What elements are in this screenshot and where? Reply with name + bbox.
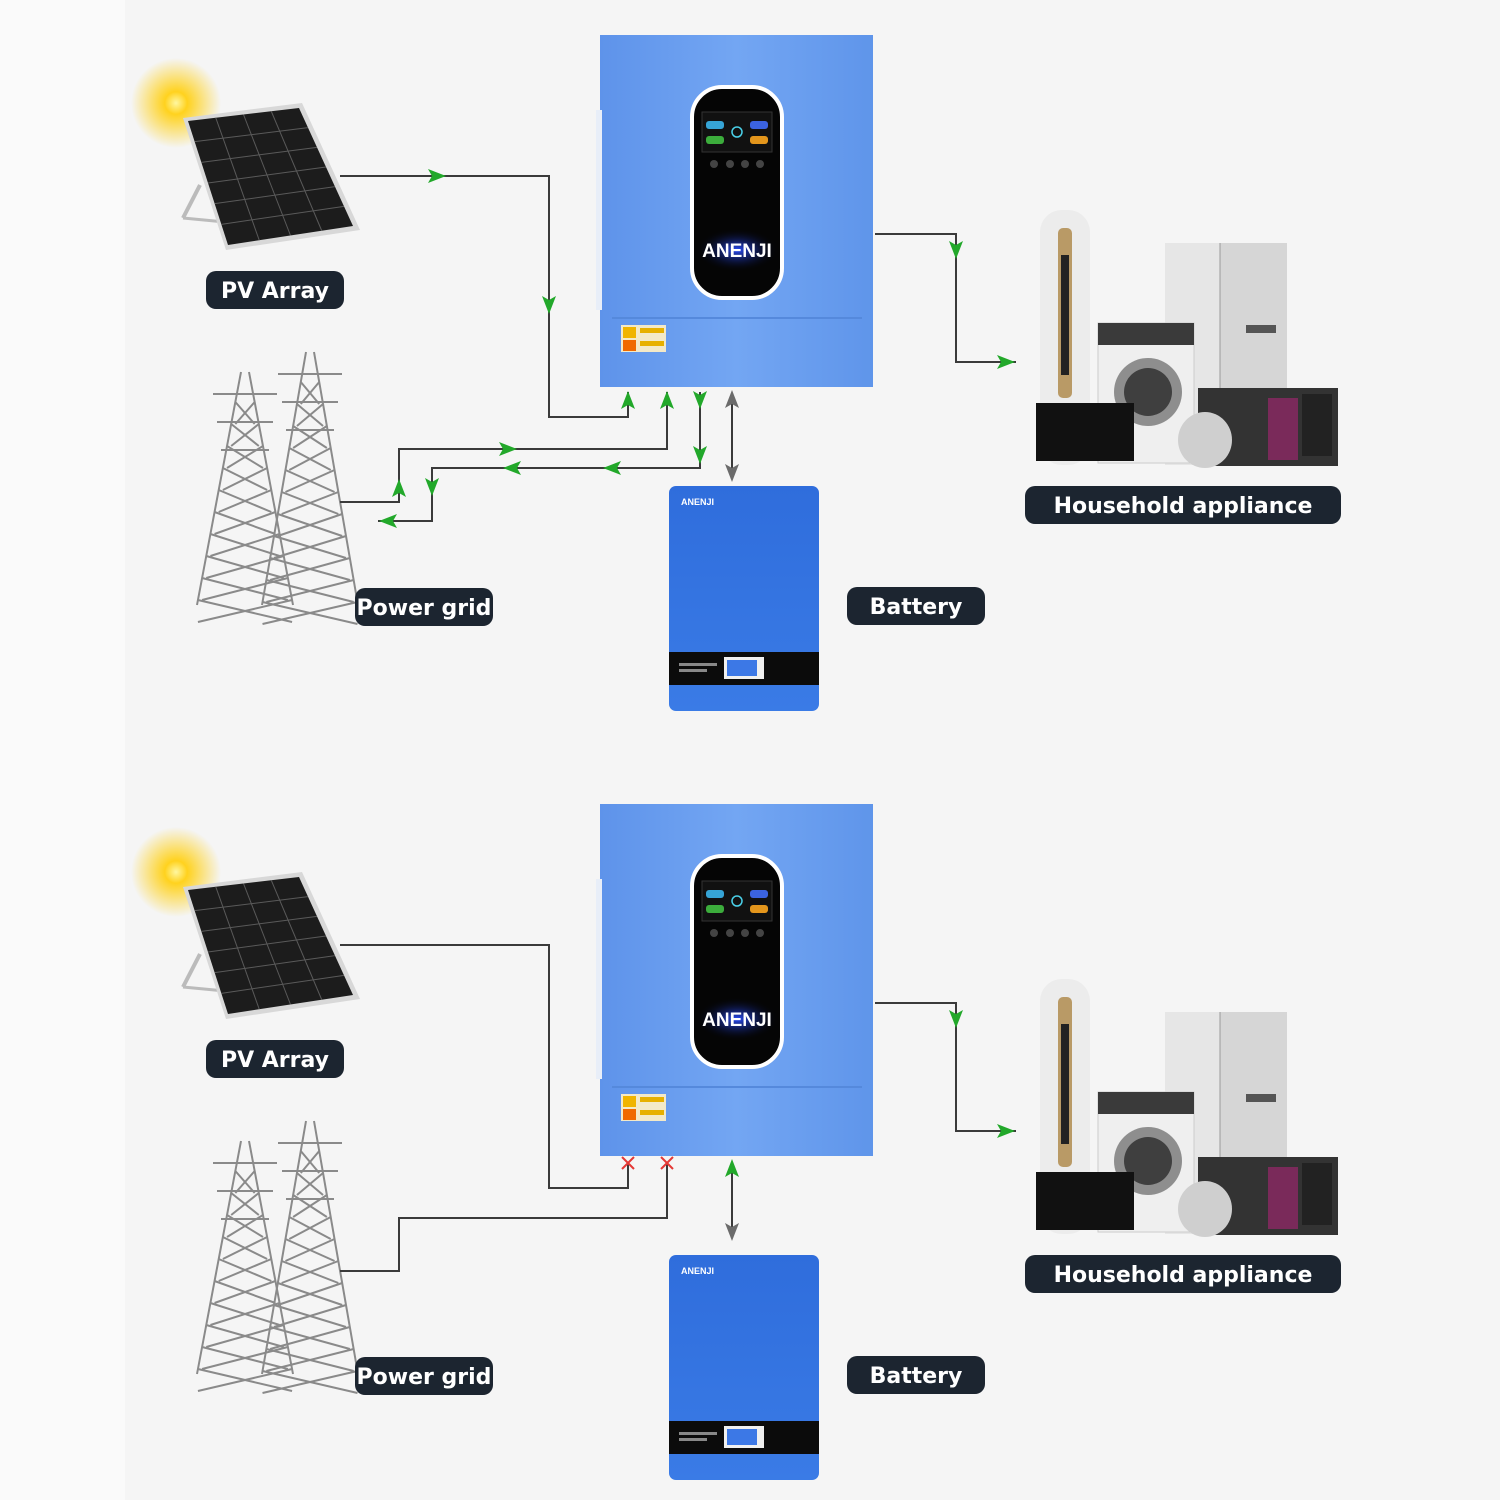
household-appliance-label: Household appliance [1025,1255,1341,1293]
flow-arrow [428,169,446,183]
inverter-buttons[interactable] [710,929,764,937]
svg-text:Power grid: Power grid [357,596,492,621]
battery-discharge-arrow [725,464,739,482]
household-appliances-icon [1036,210,1338,468]
battery-charge-arrow [725,390,739,408]
pv-wire [340,944,629,1189]
battery-brand-logo: ANENJI [681,1266,714,1276]
load-wire [875,233,1016,363]
solar-panel-icon [181,872,360,1019]
load-wire [875,1002,1016,1132]
household-appliances-icon [1036,979,1338,1237]
battery-arrow [725,1223,739,1241]
inverter-buttons[interactable] [710,160,764,168]
svg-text:PV Array: PV Array [221,279,329,304]
flow-arrow [660,391,674,409]
svg-text:Household appliance: Household appliance [1054,494,1313,519]
flow-arrow [949,241,963,259]
svg-text:Battery: Battery [870,595,963,620]
power-grid-label: Power grid [355,1357,493,1395]
flow-arrow [693,391,707,409]
flow-arrow [621,391,635,409]
flow-markers [621,1010,1015,1241]
power-grid-label: Power grid [355,588,493,626]
system-panel-off-grid: ANENJI ANENJI [131,804,1341,1480]
power-tower-icon [196,351,359,625]
svg-text:Battery: Battery [870,1364,963,1389]
disconnected-x-icon [660,1156,674,1170]
battery-discharge-arrow [725,1159,739,1177]
left-margin-strip [0,0,125,1500]
power-tower-icon [196,1120,359,1394]
disconnected-x-icon [621,1156,635,1170]
flow-arrow [603,461,621,475]
battery-unit: ANENJI [669,486,819,711]
grid-input-wire [340,392,668,503]
flow-arrow [693,446,707,464]
svg-text:Power grid: Power grid [357,1365,492,1390]
flow-arrow [379,514,397,528]
pv-array-label: PV Array [206,1040,344,1078]
pv-array-label: PV Array [206,271,344,309]
grid-wire [340,1164,668,1272]
hybrid-inverter: ANENJI [596,804,873,1156]
flow-arrow [997,1124,1015,1138]
battery-label: Battery [847,1356,985,1394]
system-panel-grid-connected: ANENJI ANENJI [131,35,1341,711]
flow-arrow [997,355,1015,369]
svg-text:PV Array: PV Array [221,1048,329,1073]
household-appliance-label: Household appliance [1025,486,1341,524]
wiring [340,944,1016,1272]
svg-text:Household appliance: Household appliance [1054,1263,1313,1288]
flow-arrow [503,461,521,475]
solar-panel-icon [181,103,360,250]
inverter-brand-logo: ANENJI [702,1010,772,1031]
flow-arrow [392,479,406,497]
flow-markers [379,169,1015,528]
battery-brand-logo: ANENJI [681,497,714,507]
flow-arrow [542,296,556,314]
flow-arrow [425,478,439,496]
grid-feed-wire [378,392,701,522]
battery-unit: ANENJI [669,1255,819,1480]
inverter-brand-logo: ANENJI [702,241,772,262]
battery-label: Battery [847,587,985,625]
wiring [340,175,1016,522]
hybrid-inverter: ANENJI [596,35,873,387]
pv-wire [340,175,629,418]
flow-arrow [499,442,517,456]
flow-arrow [949,1010,963,1028]
